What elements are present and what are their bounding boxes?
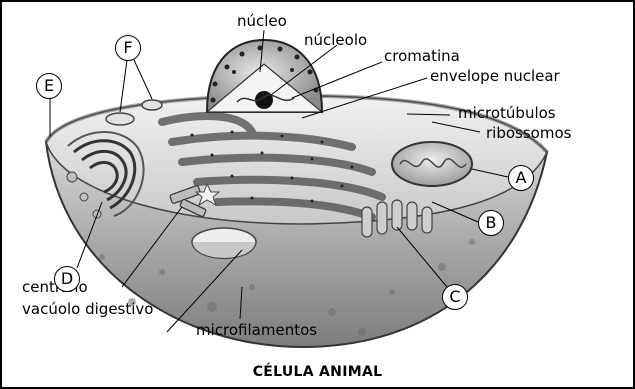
nucleus <box>207 40 322 112</box>
label-nucleolo: núcleolo <box>304 33 367 48</box>
mitochondrion <box>392 142 472 186</box>
label-envelope-nuclear: envelope nuclear <box>430 69 560 84</box>
label-microfilamentos: microfilamentos <box>196 323 317 338</box>
digestive-vacuole <box>192 228 256 259</box>
label-vacuolo-digestivo: vacúolo digestivo <box>22 302 153 317</box>
marker-f: F <box>115 35 141 61</box>
marker-a: A <box>508 165 534 191</box>
marker-e: E <box>36 73 62 99</box>
diagram-title: CÉLULA ANIMAL <box>2 364 633 380</box>
marker-d: D <box>54 266 80 292</box>
label-cromatina: cromatina <box>384 49 460 64</box>
label-nucleo: núcleo <box>237 14 287 29</box>
marker-c: C <box>442 284 468 310</box>
label-ribossomos: ribossomos <box>486 126 571 141</box>
label-microtubulos: microtúbulos <box>458 106 556 121</box>
marker-b: B <box>478 210 504 236</box>
